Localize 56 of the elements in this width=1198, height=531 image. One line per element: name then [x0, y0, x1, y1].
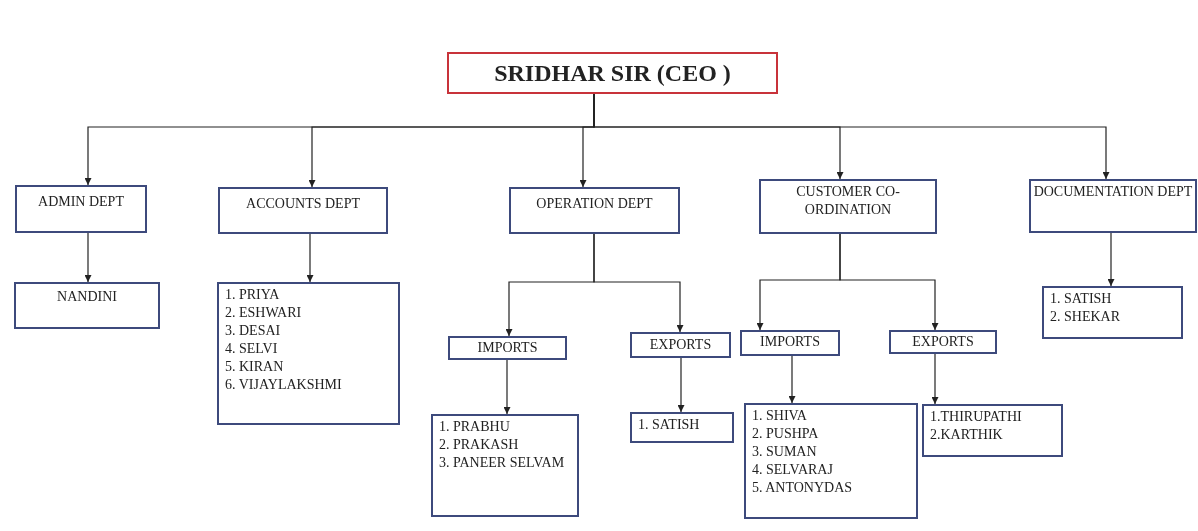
- department-name: EXPORTS: [648, 336, 713, 354]
- connector-arrow: [788, 355, 796, 404]
- staff-list-box: [217, 282, 400, 425]
- department-box: [218, 187, 388, 234]
- staff-name: 2. PUSHPA: [752, 425, 820, 443]
- connector-arrow: [1107, 232, 1115, 287]
- staff-name: 5. KIRAN: [225, 358, 285, 376]
- connector-arrow: [593, 233, 684, 333]
- department-name: NANDINI: [56, 288, 118, 306]
- department-box: [1029, 179, 1197, 233]
- staff-list-box: [431, 414, 579, 517]
- connector-arrow: [503, 359, 511, 415]
- department-name: EXPORTS: [911, 333, 975, 351]
- staff-name: 2. PRAKASH: [439, 436, 520, 454]
- department-name: ADMIN DEPT: [37, 193, 125, 211]
- staff-list-box: [630, 412, 734, 443]
- ceo-box: [447, 52, 778, 94]
- staff-name: 2.KARTHIK: [930, 426, 1004, 444]
- connector-arrow: [931, 353, 939, 405]
- department-box: [509, 187, 680, 234]
- connector-arrow: [306, 233, 314, 283]
- staff-name: 3. SUMAN: [752, 443, 818, 461]
- department-box: [630, 332, 731, 358]
- department-name: ACCOUNTS DEPT: [245, 195, 361, 213]
- staff-name: 4. SELVARAJ: [752, 461, 834, 479]
- department-name: IMPORTS: [759, 333, 821, 351]
- department-box: [15, 185, 147, 233]
- staff-name: 3. DESAI: [225, 322, 282, 340]
- department-name: CUSTOMER CO-ORDINATION: [795, 183, 901, 219]
- staff-list-box: [744, 403, 918, 519]
- ceo-name: SRIDHAR SIR (CEO ): [493, 59, 732, 88]
- department-box: [740, 330, 840, 356]
- staff-name: 6. VIJAYLAKSHMI: [225, 376, 343, 394]
- staff-name: 1. SATISH: [1050, 290, 1113, 308]
- staff-name: 1.THIRUPATHI: [930, 408, 1023, 426]
- connector-arrow: [84, 232, 92, 283]
- department-box: [14, 282, 160, 329]
- department-box: [889, 330, 997, 354]
- staff-name: 5. ANTONYDAS: [752, 479, 854, 497]
- department-name: OPERATION DEPT: [535, 195, 654, 213]
- department-box: [448, 336, 567, 360]
- connector-arrow: [677, 357, 685, 413]
- staff-name: 1. PRABHU: [439, 418, 511, 436]
- staff-name: 1. PRIYA: [225, 286, 281, 304]
- staff-list-box: [1042, 286, 1183, 339]
- department-name: DOCUMENTATION DEPT: [1032, 183, 1194, 201]
- department-box: [759, 179, 937, 234]
- staff-name: 4. SELVI: [225, 340, 279, 358]
- staff-name: 2. ESHWARI: [225, 304, 303, 322]
- staff-name: 2. SHEKAR: [1050, 308, 1121, 326]
- staff-list-box: [922, 404, 1063, 457]
- staff-name: 3. PANEER SELVAM: [439, 454, 566, 472]
- department-name: IMPORTS: [476, 339, 539, 357]
- staff-name: 1. SHIVA: [752, 407, 808, 425]
- staff-name: 1. SATISH: [638, 416, 701, 434]
- connector-arrow: [839, 233, 939, 331]
